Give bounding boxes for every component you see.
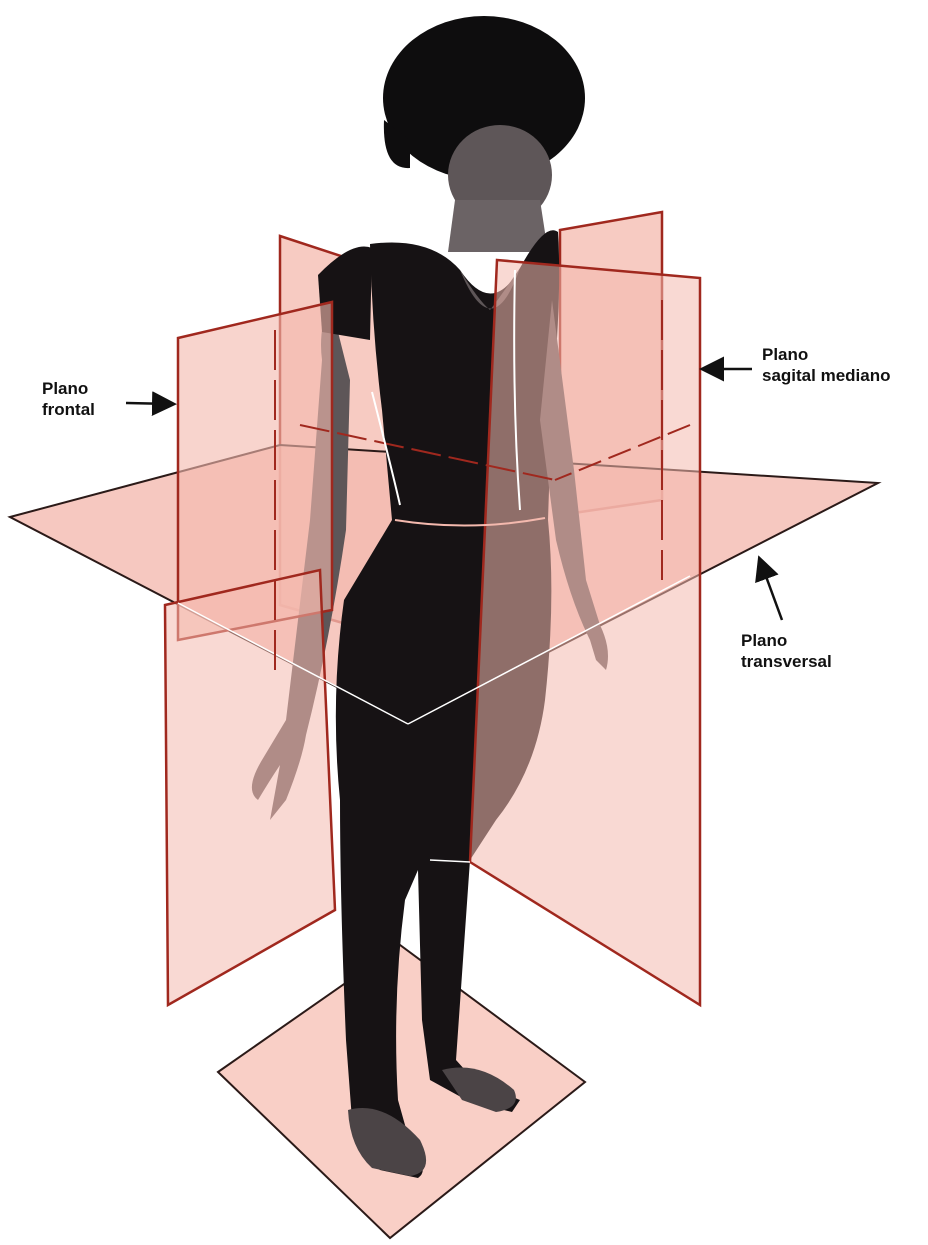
label-plano-sagital-mediano: Plano sagital mediano <box>762 344 890 386</box>
label-plano-frontal-line1: Plano <box>42 378 95 399</box>
sagittal-plane-front <box>470 260 700 1005</box>
label-plano-sagital-line2: sagital mediano <box>762 365 890 386</box>
transversal-arrow-icon <box>760 560 782 620</box>
label-plano-frontal: Plano frontal <box>42 378 95 420</box>
frontal-plane-lower <box>165 570 335 1005</box>
floor-plate <box>218 945 585 1238</box>
label-plano-sagital-line1: Plano <box>762 344 890 365</box>
label-plano-frontal-line2: frontal <box>42 399 95 420</box>
label-plano-transversal-line2: transversal <box>741 651 832 672</box>
label-plano-transversal: Plano transversal <box>741 630 832 672</box>
label-plano-transversal-line1: Plano <box>741 630 832 651</box>
frontal-arrow-icon <box>126 403 172 404</box>
